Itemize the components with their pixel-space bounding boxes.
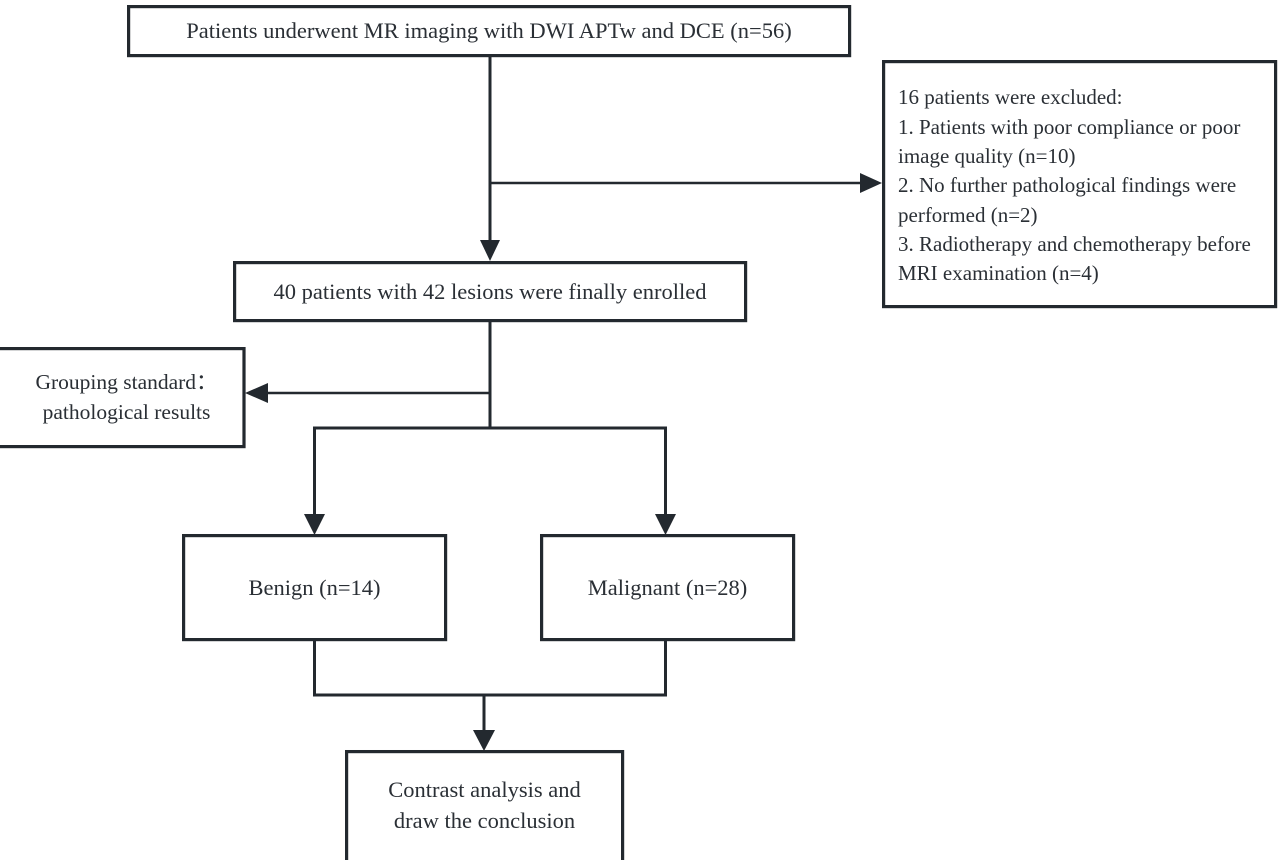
- arrowhead-malignant: [655, 514, 676, 535]
- box-malignant-label: Malignant (n=28): [587, 574, 748, 600]
- box-top: [127, 4, 852, 58]
- box-enrolled: [233, 261, 748, 323]
- box-conclusion: [345, 749, 625, 860]
- box-top-label: Patients underwent MR imaging with DWI A…: [186, 18, 792, 44]
- arrowhead-grouping: [245, 383, 268, 403]
- box-grouping-label: Grouping standard： pathological results: [35, 369, 218, 424]
- arrowhead-benign: [304, 514, 325, 535]
- box-conclusion-label: Contrast analysis and draw the conclusio…: [388, 776, 581, 833]
- box-benign-label: Benign (n=14): [248, 574, 381, 600]
- arrowhead-excluded: [860, 173, 882, 193]
- arrowhead-enrolled: [480, 240, 500, 261]
- box-malignant: [539, 533, 796, 642]
- box-benign: [182, 533, 448, 642]
- box-excluded: [881, 59, 1278, 309]
- box-excluded-label: 16 patients were excluded: 1. Patients w…: [898, 85, 1251, 286]
- box-enrolled-label: 40 patients with 42 lesions were finally…: [273, 278, 707, 304]
- arrowhead-conclusion: [473, 730, 495, 751]
- box-grouping: [0, 347, 246, 449]
